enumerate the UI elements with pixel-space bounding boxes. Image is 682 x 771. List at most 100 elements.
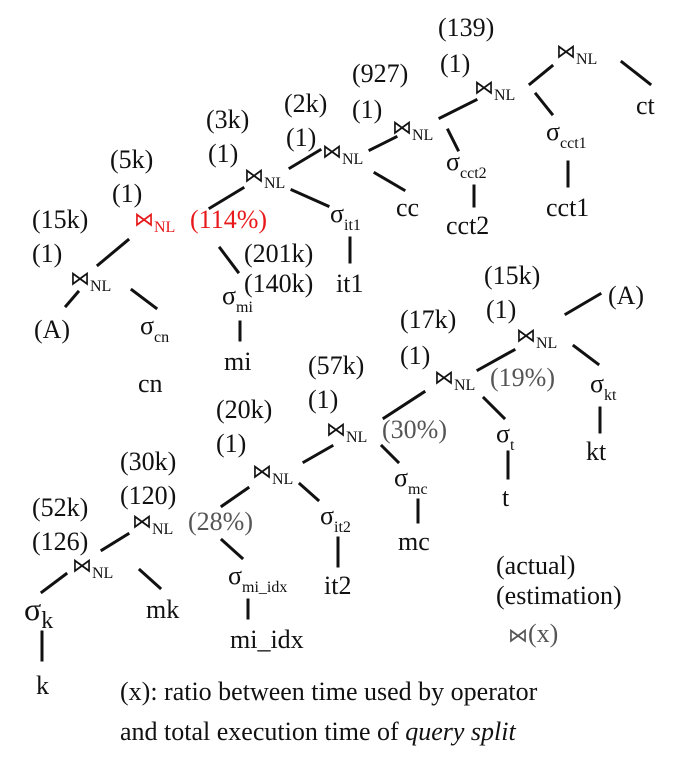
edge-l-j6-kt [571, 343, 601, 367]
u-sigma-mi: σmi [222, 281, 253, 316]
l-j2-actual: (30k) [120, 447, 176, 476]
edge-u-j5-cct2 [445, 127, 461, 153]
u-leaf-a: (A) [34, 315, 70, 344]
u-j3-actual: (3k) [206, 105, 249, 134]
u-j4-estimation: (1) [286, 123, 316, 152]
l-leaf-kt: kt [586, 437, 607, 466]
edge-u-j2-mi [217, 245, 241, 275]
edge-u-j5-j6 [437, 97, 479, 121]
l-sigma-it2: σit2 [320, 501, 351, 536]
edge-u-j4-j5 [367, 134, 399, 153]
u-j3-join-icon: ⋈NL [244, 165, 285, 192]
upper-tree-edges [63, 59, 653, 342]
l-j4-join-icon: ⋈NL [326, 419, 367, 446]
edge-u-j3-j4 [287, 147, 323, 171]
u-sigma-it1: σit1 [330, 199, 361, 234]
u-sigma-cct1: σcct1 [546, 117, 587, 152]
l-leaf-t: t [502, 483, 510, 512]
caption-line-1: (x): ratio between time used by operator [120, 677, 538, 706]
edge-l-j3-j4 [301, 443, 335, 465]
u-j5-estimation: (1) [352, 95, 382, 124]
lower-tree-edges [39, 291, 603, 662]
l-j3-estimation: (1) [216, 429, 246, 458]
l-sigma-t: σt [496, 419, 515, 454]
edge-l-j1-sigmak [39, 571, 69, 595]
l-sigma-kt: σkt [590, 369, 617, 404]
edge-u-j6-cct1 [533, 91, 555, 117]
l-leaf-mi-idx: mi_idx [230, 625, 304, 654]
u-sigma-cct2: σcct2 [446, 147, 487, 182]
legend-actual: (actual) [496, 551, 575, 580]
l-j6-actual: (15k) [484, 261, 540, 290]
edge-u-j1-a [63, 289, 81, 309]
u-j6-estimation: (1) [440, 49, 470, 78]
l-sigma-mi-idx: σmi_idx [228, 561, 287, 596]
u-j4-actual: (2k) [284, 89, 327, 118]
l-j2-estimation: (120) [120, 481, 176, 510]
u-sigma-cn: σcn [140, 311, 169, 346]
u-leaf-cc: cc [396, 193, 419, 222]
caption: (x): ratio between time used by operator… [120, 677, 538, 746]
u-leaf-it1: it1 [336, 269, 363, 298]
u-j2-actual: (5k) [110, 145, 153, 174]
caption-line-2: and total execution time of query split [120, 717, 516, 746]
l-j2-ratio: (28%) [188, 507, 253, 536]
edge-l-j2-j3 [219, 485, 251, 509]
l-j6-join-icon: ⋈NL [516, 325, 557, 352]
u-j2-ratio: (114%) [190, 205, 267, 234]
upper-tree: (15k) (1) ⋈NL (A) σcn cn (5k) (1) ⋈NL (1… [32, 13, 656, 398]
u-leaf-cct1: cct1 [546, 193, 589, 222]
edge-l-j6-a [563, 291, 603, 317]
l-j3-join-icon: ⋈NL [252, 461, 293, 488]
l-j4-actual: (57k) [308, 351, 364, 380]
edge-u-j2-j3 [207, 185, 246, 211]
u-j3-estimation: (1) [208, 139, 238, 168]
legend-join-ratio: ⋈(x) [508, 619, 558, 648]
u-leaf-mi: mi [224, 347, 251, 376]
u-mi-estimation: (140k) [244, 269, 313, 298]
l-leaf-it2: it2 [324, 571, 351, 600]
u-j6-join-icon: ⋈NL [474, 77, 515, 104]
l-j5-ratio: (19%) [490, 363, 555, 392]
l-j3-actual: (20k) [216, 395, 272, 424]
u-leaf-ct: ct [636, 91, 656, 120]
u-top-join-icon: ⋈NL [556, 41, 597, 68]
l-leaf-a: (A) [608, 281, 644, 310]
legend: (actual) (estimation) ⋈(x) [496, 551, 622, 648]
legend-estimation: (estimation) [496, 581, 622, 610]
l-j4-ratio: (30%) [382, 415, 447, 444]
lower-tree: (52k) (126) ⋈NL σk k mk (30k) (120) ⋈NL … [24, 261, 644, 700]
edge-l-j3-it2 [297, 481, 321, 503]
l-j4-estimation: (1) [308, 385, 338, 414]
edge-l-j1-j2 [99, 531, 131, 553]
edge-l-j2-midx [219, 537, 245, 561]
u-mi-actual: (201k) [244, 239, 313, 268]
edge-u-j6-top [527, 63, 555, 87]
l-sigma-k: σk [24, 591, 53, 634]
edge-u-j4-cc [372, 170, 407, 193]
l-j5-estimation: (1) [400, 341, 430, 370]
u-j1-actual: (15k) [32, 205, 88, 234]
l-j5-join-icon: ⋈NL [434, 367, 475, 394]
u-j1-join-icon: ⋈NL [70, 268, 111, 295]
u-leaf-cn: cn [138, 369, 163, 398]
edge-u-j1-cn [129, 287, 159, 311]
l-sigma-mc: σmc [394, 463, 428, 498]
l-leaf-mc: mc [398, 527, 430, 556]
edge-u-top-ct [619, 59, 653, 87]
u-j4-join-icon: ⋈NL [322, 141, 363, 168]
u-j6-actual: (139) [438, 13, 494, 42]
l-j6-estimation: (1) [486, 295, 516, 324]
u-j1-estimation: (1) [32, 239, 62, 268]
u-j5-join-icon: ⋈NL [392, 117, 433, 144]
edge-l-j1-mk [137, 567, 163, 591]
edge-l-j5-j6 [475, 347, 517, 373]
l-j5-actual: (17k) [400, 305, 456, 334]
edge-u-j3-it1 [290, 188, 330, 208]
edge-l-j4-j5 [381, 389, 427, 421]
l-leaf-k: k [36, 671, 49, 700]
edge-u-j1-j2 [95, 237, 131, 268]
l-j1-estimation: (126) [32, 527, 88, 556]
l-j2-join-icon: ⋈NL [132, 511, 173, 538]
